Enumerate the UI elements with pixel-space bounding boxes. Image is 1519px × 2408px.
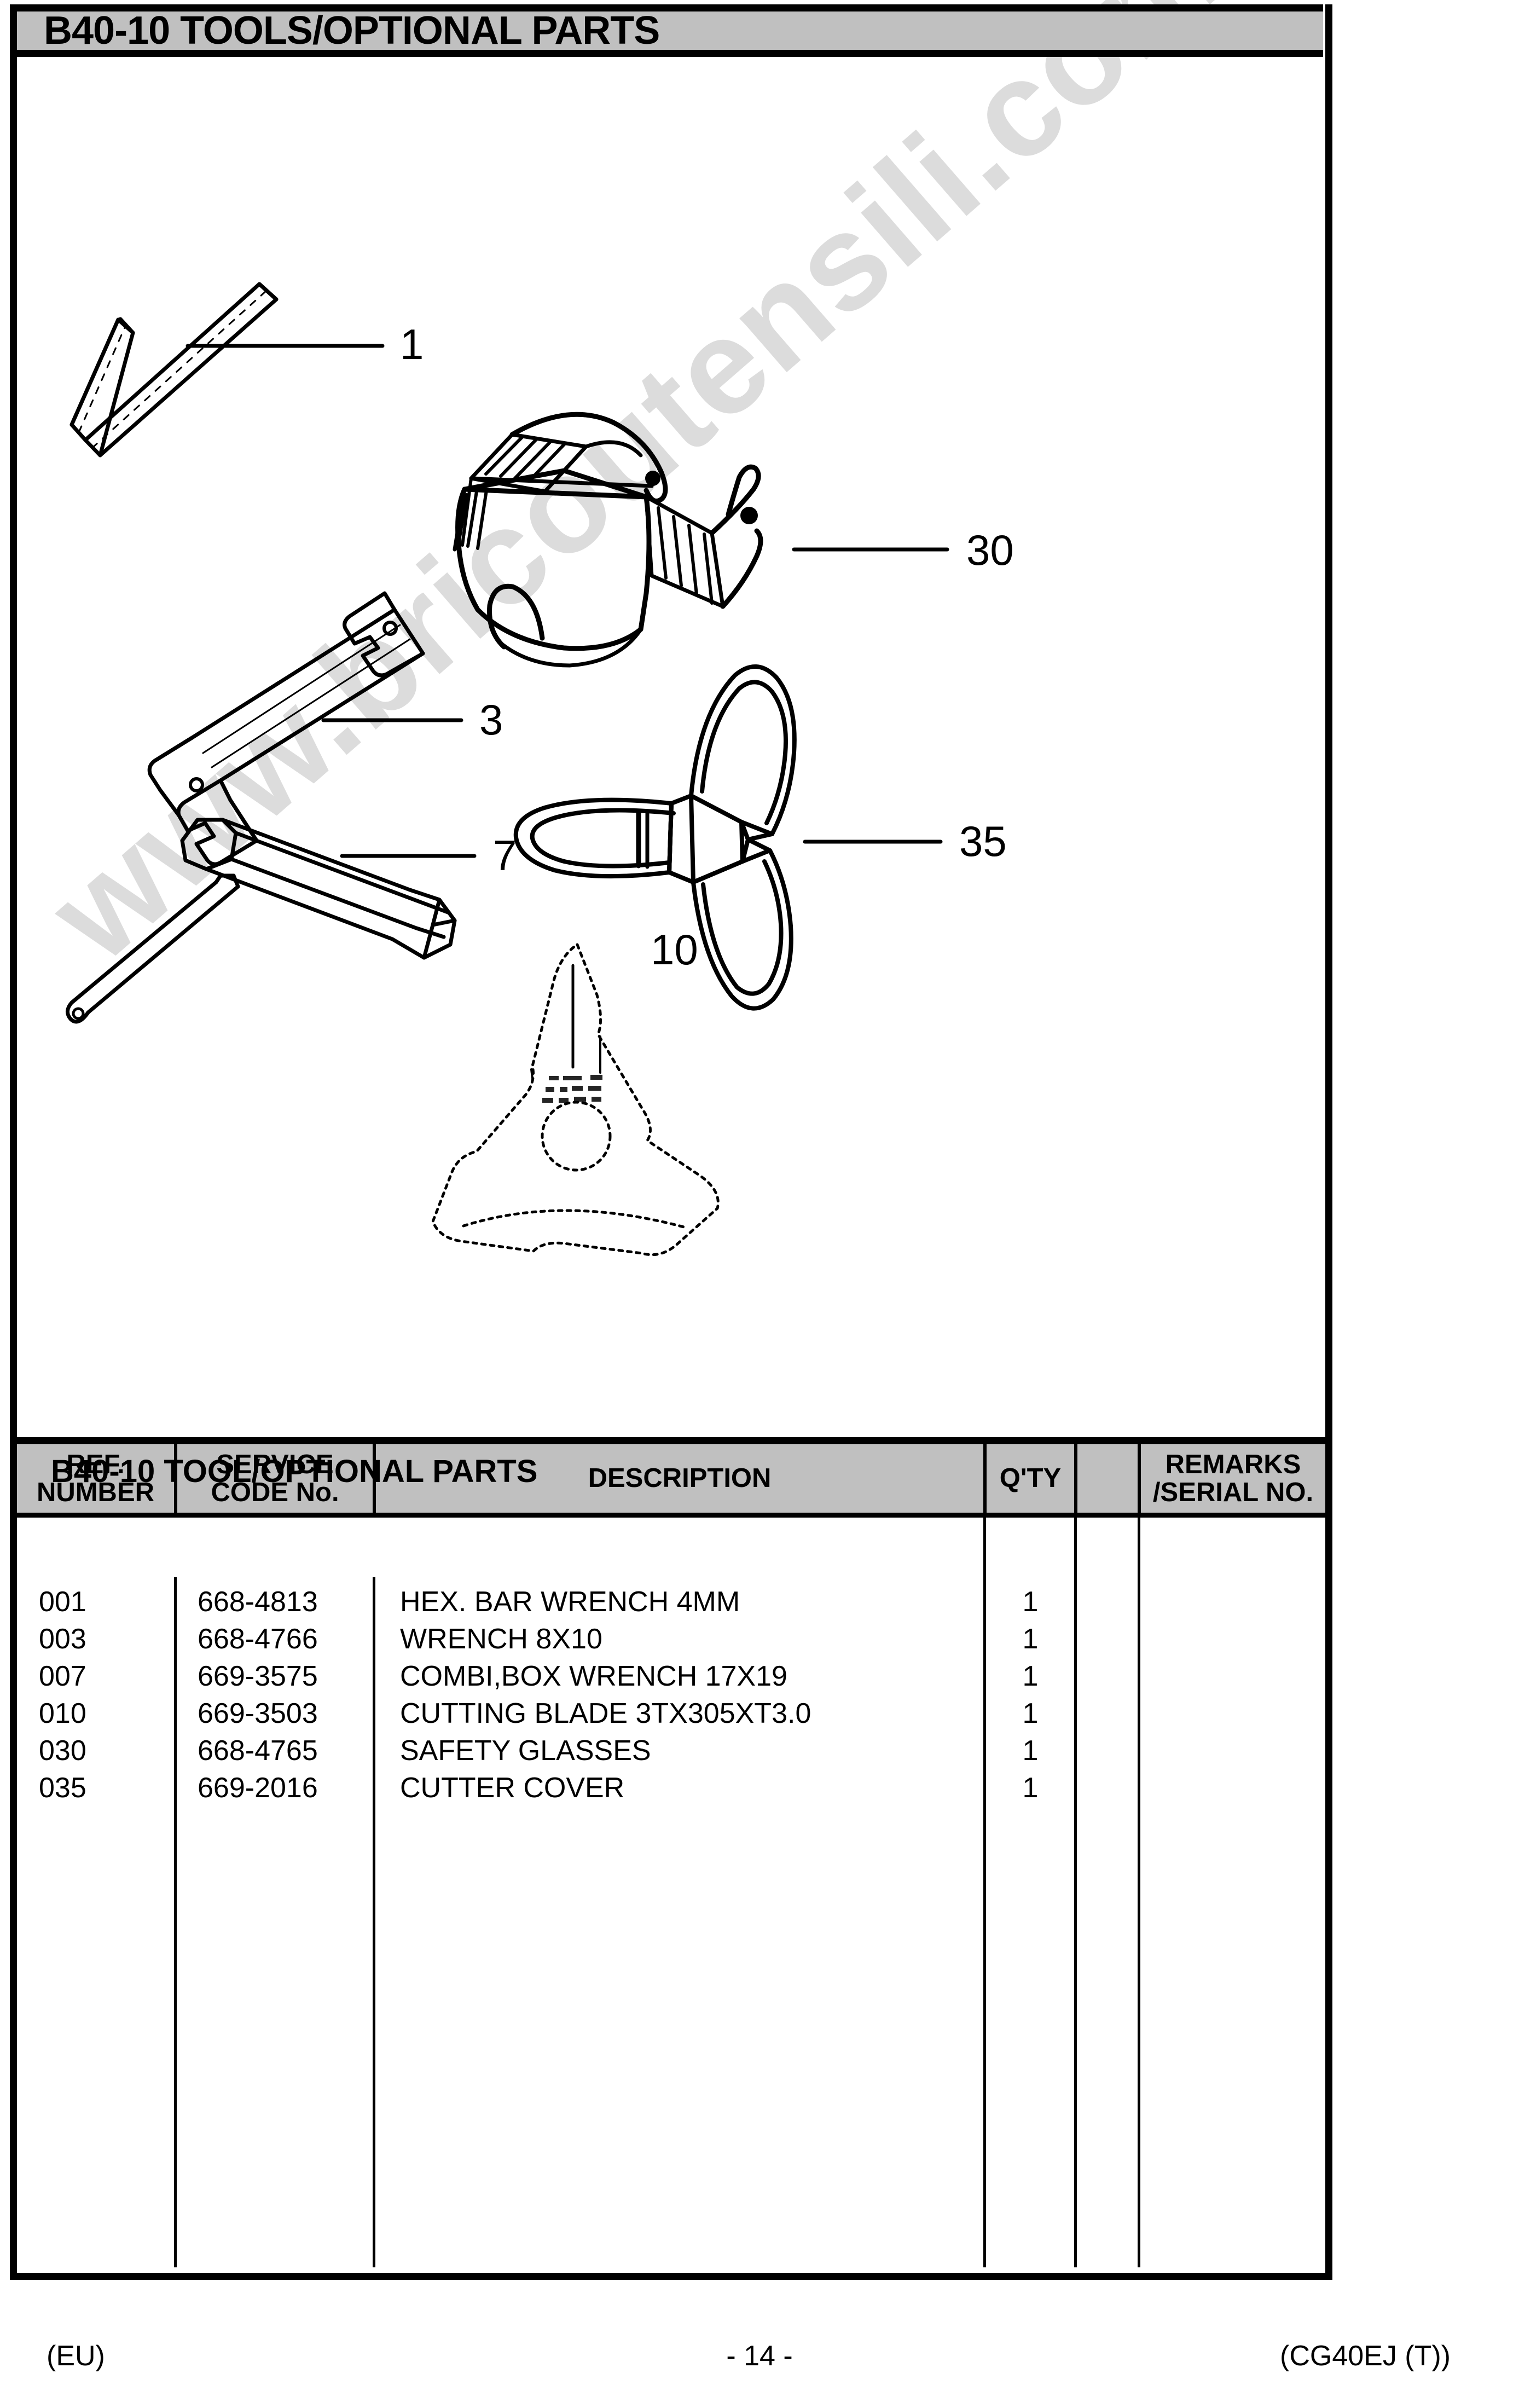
cell-description: SAFETY GLASSES [400,1735,651,1767]
callout-label-1: 1 [400,320,424,368]
footer-page-number: - 14 - [726,2340,793,2372]
cell-qty: 1 [1022,1660,1039,1692]
cell-service-code: 668-4813 [198,1586,318,1618]
column-header-qty: Q'TY [999,1463,1062,1494]
column-header-service-code: SERVICE CODE No. [211,1449,339,1507]
table-row: 030 668-4765 SAFETY GLASSES 1 [17,1736,1325,1774]
cell-service-code: 668-4765 [198,1735,318,1767]
footer-model-code: (CG40EJ (T)) [1280,2340,1451,2372]
header-divider-4 [1074,1444,1077,1513]
cell-qty: 1 [1022,1698,1039,1729]
callout-label-30: 30 [966,526,1014,574]
cell-description: COMBI,BOX WRENCH 17X19 [400,1660,787,1692]
page-title: B40-10 TOOLS/OPTIONAL PARTS [44,9,660,53]
cell-service-code: 668-4766 [198,1623,318,1655]
header-divider-2 [373,1444,376,1513]
header-divider-5 [1138,1444,1141,1513]
body-divider-2 [373,1577,375,2267]
callout-label-7: 7 [493,831,517,879]
exploded-parts-diagram: 1 3 [17,57,1325,1437]
column-header-description: DESCRIPTION [588,1463,772,1494]
cell-service-code: 669-3503 [198,1698,318,1729]
cell-service-code: 669-3575 [198,1660,318,1692]
cell-ref-number: 010 [39,1698,86,1729]
body-divider-5 [1138,1518,1140,2267]
part-combi-box-wrench [66,818,457,1024]
cell-ref-number: 007 [39,1660,86,1692]
cell-description: HEX. BAR WRENCH 4MM [400,1586,740,1618]
table-row: 007 669-3575 COMBI,BOX WRENCH 17X19 1 [17,1662,1325,1699]
page-title-bar: B40-10 TOOLS/OPTIONAL PARTS [10,4,1323,57]
cell-description: WRENCH 8X10 [400,1623,602,1655]
part-open-end-wrench [147,591,425,866]
callout-label-35: 35 [959,817,1007,865]
column-header-ref-number: REF. NUMBER [36,1449,155,1507]
footer-region-code: (EU) [47,2340,105,2372]
cell-service-code: 669-2016 [198,1772,318,1804]
cell-ref-number: 030 [39,1735,86,1767]
blade-engraving [542,1075,602,1103]
body-divider-1 [174,1577,177,2267]
table-header-row: REF. NUMBER SERVICE CODE No. DESCRIPTION… [17,1444,1325,1518]
table-row: 003 668-4766 WRENCH 8X10 1 [17,1625,1325,1662]
cell-ref-number: 003 [39,1623,86,1655]
page-footer: (EU) - 14 - (CG40EJ (T)) [0,2340,1519,2389]
column-header-spacer [1077,1444,1138,1513]
illustration-frame [10,57,1332,1437]
header-divider-3 [983,1444,987,1513]
section-title: B40-10 TOOL/OPTIONAL PARTS [51,1454,538,1489]
part-hex-bar-wrench [69,282,279,458]
table-row: 035 669-2016 CUTTER COVER 1 [17,1774,1325,1811]
cell-qty: 1 [1022,1735,1039,1767]
part-cutting-blade [431,943,720,1257]
cell-qty: 1 [1022,1586,1039,1618]
callout-label-10: 10 [651,925,698,974]
part-cutter-cover [513,664,797,1011]
cell-ref-number: 001 [39,1586,86,1618]
body-divider-4 [1074,1518,1077,2267]
cell-description: CUTTING BLADE 3TX305XT3.0 [400,1698,811,1729]
table-row: 010 669-3503 CUTTING BLADE 3TX305XT3.0 1 [17,1699,1325,1736]
column-header-remarks: REMARKS /SERIAL NO. [1152,1449,1314,1507]
cell-ref-number: 035 [39,1772,86,1804]
header-divider-1 [174,1444,177,1513]
part-safety-glasses [453,412,763,668]
table-row: 001 668-4813 HEX. BAR WRENCH 4MM 1 [17,1588,1325,1625]
body-divider-3 [983,1518,986,2267]
cell-qty: 1 [1022,1623,1039,1655]
callout-label-3: 3 [479,696,503,744]
cell-description: CUTTER COVER [400,1772,625,1804]
cell-qty: 1 [1022,1772,1039,1804]
parts-list-table: REF. NUMBER SERVICE CODE No. DESCRIPTION… [10,1437,1332,2280]
